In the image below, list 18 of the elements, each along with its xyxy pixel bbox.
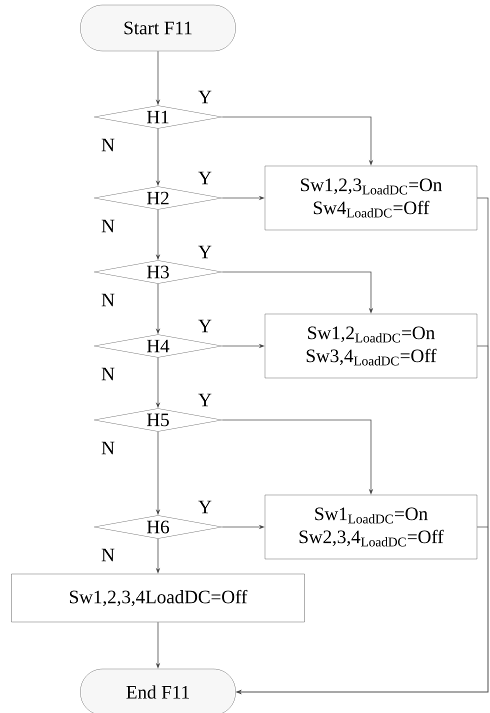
process-box: Sw1,2$_{LoadDC}$=On Sw3,4$_{LoadDC}$=Off	[264, 314, 478, 378]
process-box: Sw1,2,3$_{LoadDC}$=On Sw4$_{LoadDC}$=Off	[264, 166, 478, 230]
edge-label: Y	[197, 392, 213, 408]
edge-label: N	[100, 548, 116, 562]
edge-label: Y	[197, 170, 213, 186]
edge-label: N	[100, 366, 116, 382]
terminal-box: Start F11	[80, 4, 236, 52]
edge-label: Y	[197, 318, 213, 334]
process-box: Sw1,2,3,4LoadDC=Off	[11, 574, 305, 622]
edge-label: N	[100, 138, 116, 152]
edge-label: N	[100, 218, 116, 234]
terminal-box: End F11	[80, 668, 236, 713]
edge-label: N	[100, 440, 116, 456]
process-box: Sw1$_{LoadDC}$=On Sw2,3,4$_{LoadDC}$=Off	[264, 494, 478, 560]
edge-label: Y	[197, 244, 213, 260]
edge-label: Y	[197, 500, 213, 514]
edge-label: N	[100, 292, 116, 308]
edge-label: Y	[197, 90, 213, 104]
